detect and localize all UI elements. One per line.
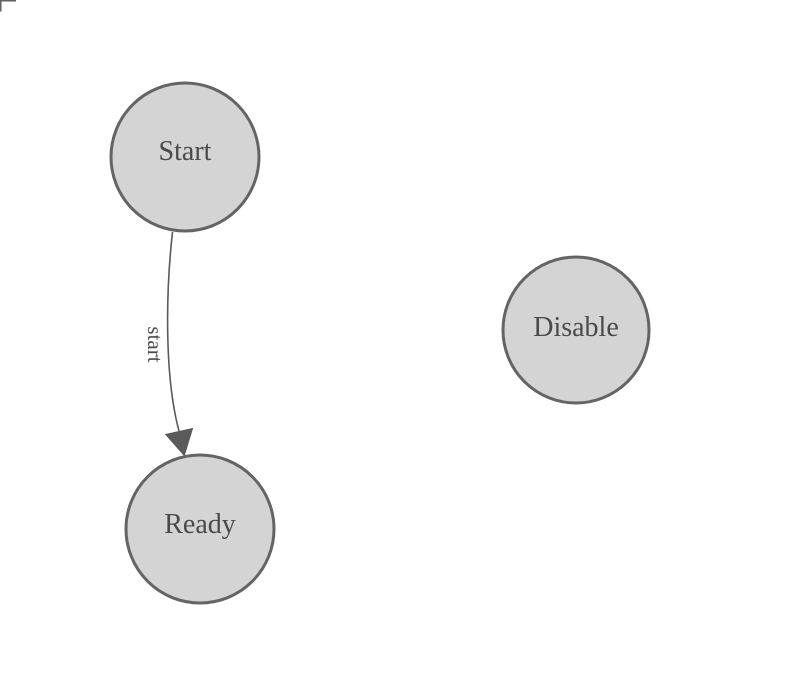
state-node-disable-circle[interactable]: [501, 255, 651, 405]
state-node-start-label: Start: [159, 136, 212, 167]
canvas-corner-mark-icon: [0, 0, 16, 12]
state-node-start-circle[interactable]: [109, 81, 261, 233]
state-node-disable[interactable]: Disable: [501, 255, 651, 405]
edge-path[interactable]: [166, 231, 180, 432]
state-node-ready[interactable]: Ready: [124, 453, 276, 605]
state-node-ready-circle[interactable]: [124, 453, 276, 605]
edge-arrowhead-icon: [164, 427, 194, 457]
edge-label: start: [143, 326, 167, 362]
state-node-start[interactable]: Start: [109, 81, 261, 233]
state-node-disable-label: Disable: [533, 312, 619, 343]
state-node-ready-label: Ready: [164, 509, 236, 540]
edge-start-to-ready[interactable]: start: [143, 231, 194, 457]
